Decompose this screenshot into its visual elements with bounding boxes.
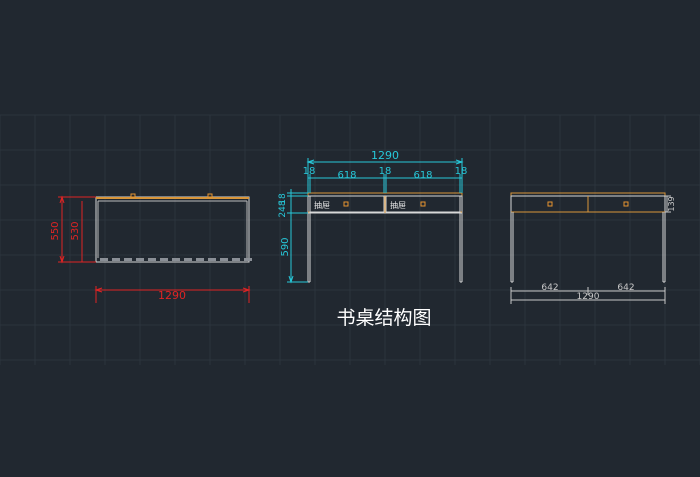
- back-view: 642 642 1290 139: [510, 192, 676, 304]
- front-view: 抽屉 抽屉: [278, 149, 468, 284]
- top-view-knobs: [130, 193, 213, 198]
- front-drawer-label-left: 抽屉: [314, 200, 330, 210]
- back-height-label: 139: [667, 196, 676, 211]
- back-half-label-left: 642: [541, 283, 558, 293]
- front-seg-label-3: 18: [379, 166, 392, 177]
- dim-height-arrow-bottom: [288, 275, 294, 284]
- top-view-dash: [172, 258, 180, 261]
- top-view-dash: [196, 258, 204, 261]
- top-depth-outer-label: 550: [50, 221, 61, 240]
- dim-depth-arrow-top: [59, 195, 65, 204]
- top-view-dash: [112, 258, 120, 261]
- dim-depth-arrow-bottom: [59, 255, 65, 264]
- top-view-dimensions: [58, 195, 251, 303]
- top-view-dash: [160, 258, 168, 261]
- grid: [0, 114, 700, 365]
- back-total-label: 1290: [577, 292, 600, 302]
- front-seg-label-1: 18: [303, 166, 316, 177]
- top-view-dash: [100, 258, 108, 261]
- dim-width-arrow-right: [242, 287, 251, 293]
- back-half-label-right: 642: [617, 283, 634, 293]
- front-seg-label-2: 618: [337, 170, 356, 181]
- front-seg-label-5: 18: [455, 166, 468, 177]
- top-view-knob: [130, 193, 136, 198]
- front-seg-label-4: 618: [413, 170, 432, 181]
- top-view-dash: [232, 258, 240, 261]
- top-view-dashed-edge: [100, 258, 252, 261]
- top-view-dash: [124, 258, 132, 261]
- dim-width-arrow-left: [94, 287, 103, 293]
- front-knob-right: [420, 201, 426, 207]
- top-view-dash: [148, 258, 156, 261]
- top-view-dash: [184, 258, 192, 261]
- top-view-dash: [220, 258, 228, 261]
- front-legs: [307, 213, 463, 283]
- top-view-dash: [244, 258, 252, 261]
- front-dimensions: [287, 158, 464, 284]
- top-width-label: 1290: [158, 289, 186, 302]
- front-height-label-18: 18: [278, 193, 288, 205]
- top-view-knob: [207, 193, 213, 198]
- front-drawer-left: [309, 195, 385, 213]
- front-total-width-label: 1290: [371, 149, 399, 162]
- top-view-dash: [136, 258, 144, 261]
- front-drawer-right: [385, 195, 461, 213]
- front-drawer-label-right: 抽屉: [390, 200, 406, 210]
- back-legs: [510, 212, 666, 283]
- back-knob-left: [547, 201, 553, 207]
- top-view-dash: [208, 258, 216, 261]
- front-height-label-590: 590: [280, 237, 291, 256]
- drawing-title: 书桌结构图: [336, 307, 431, 329]
- top-depth-inner-label: 530: [70, 221, 81, 240]
- front-height-label-248: 248: [278, 200, 288, 217]
- front-knob-left: [343, 201, 349, 207]
- top-view: 1290 550 530: [50, 193, 252, 303]
- back-dimensions: [510, 195, 671, 304]
- back-knob-right: [623, 201, 629, 207]
